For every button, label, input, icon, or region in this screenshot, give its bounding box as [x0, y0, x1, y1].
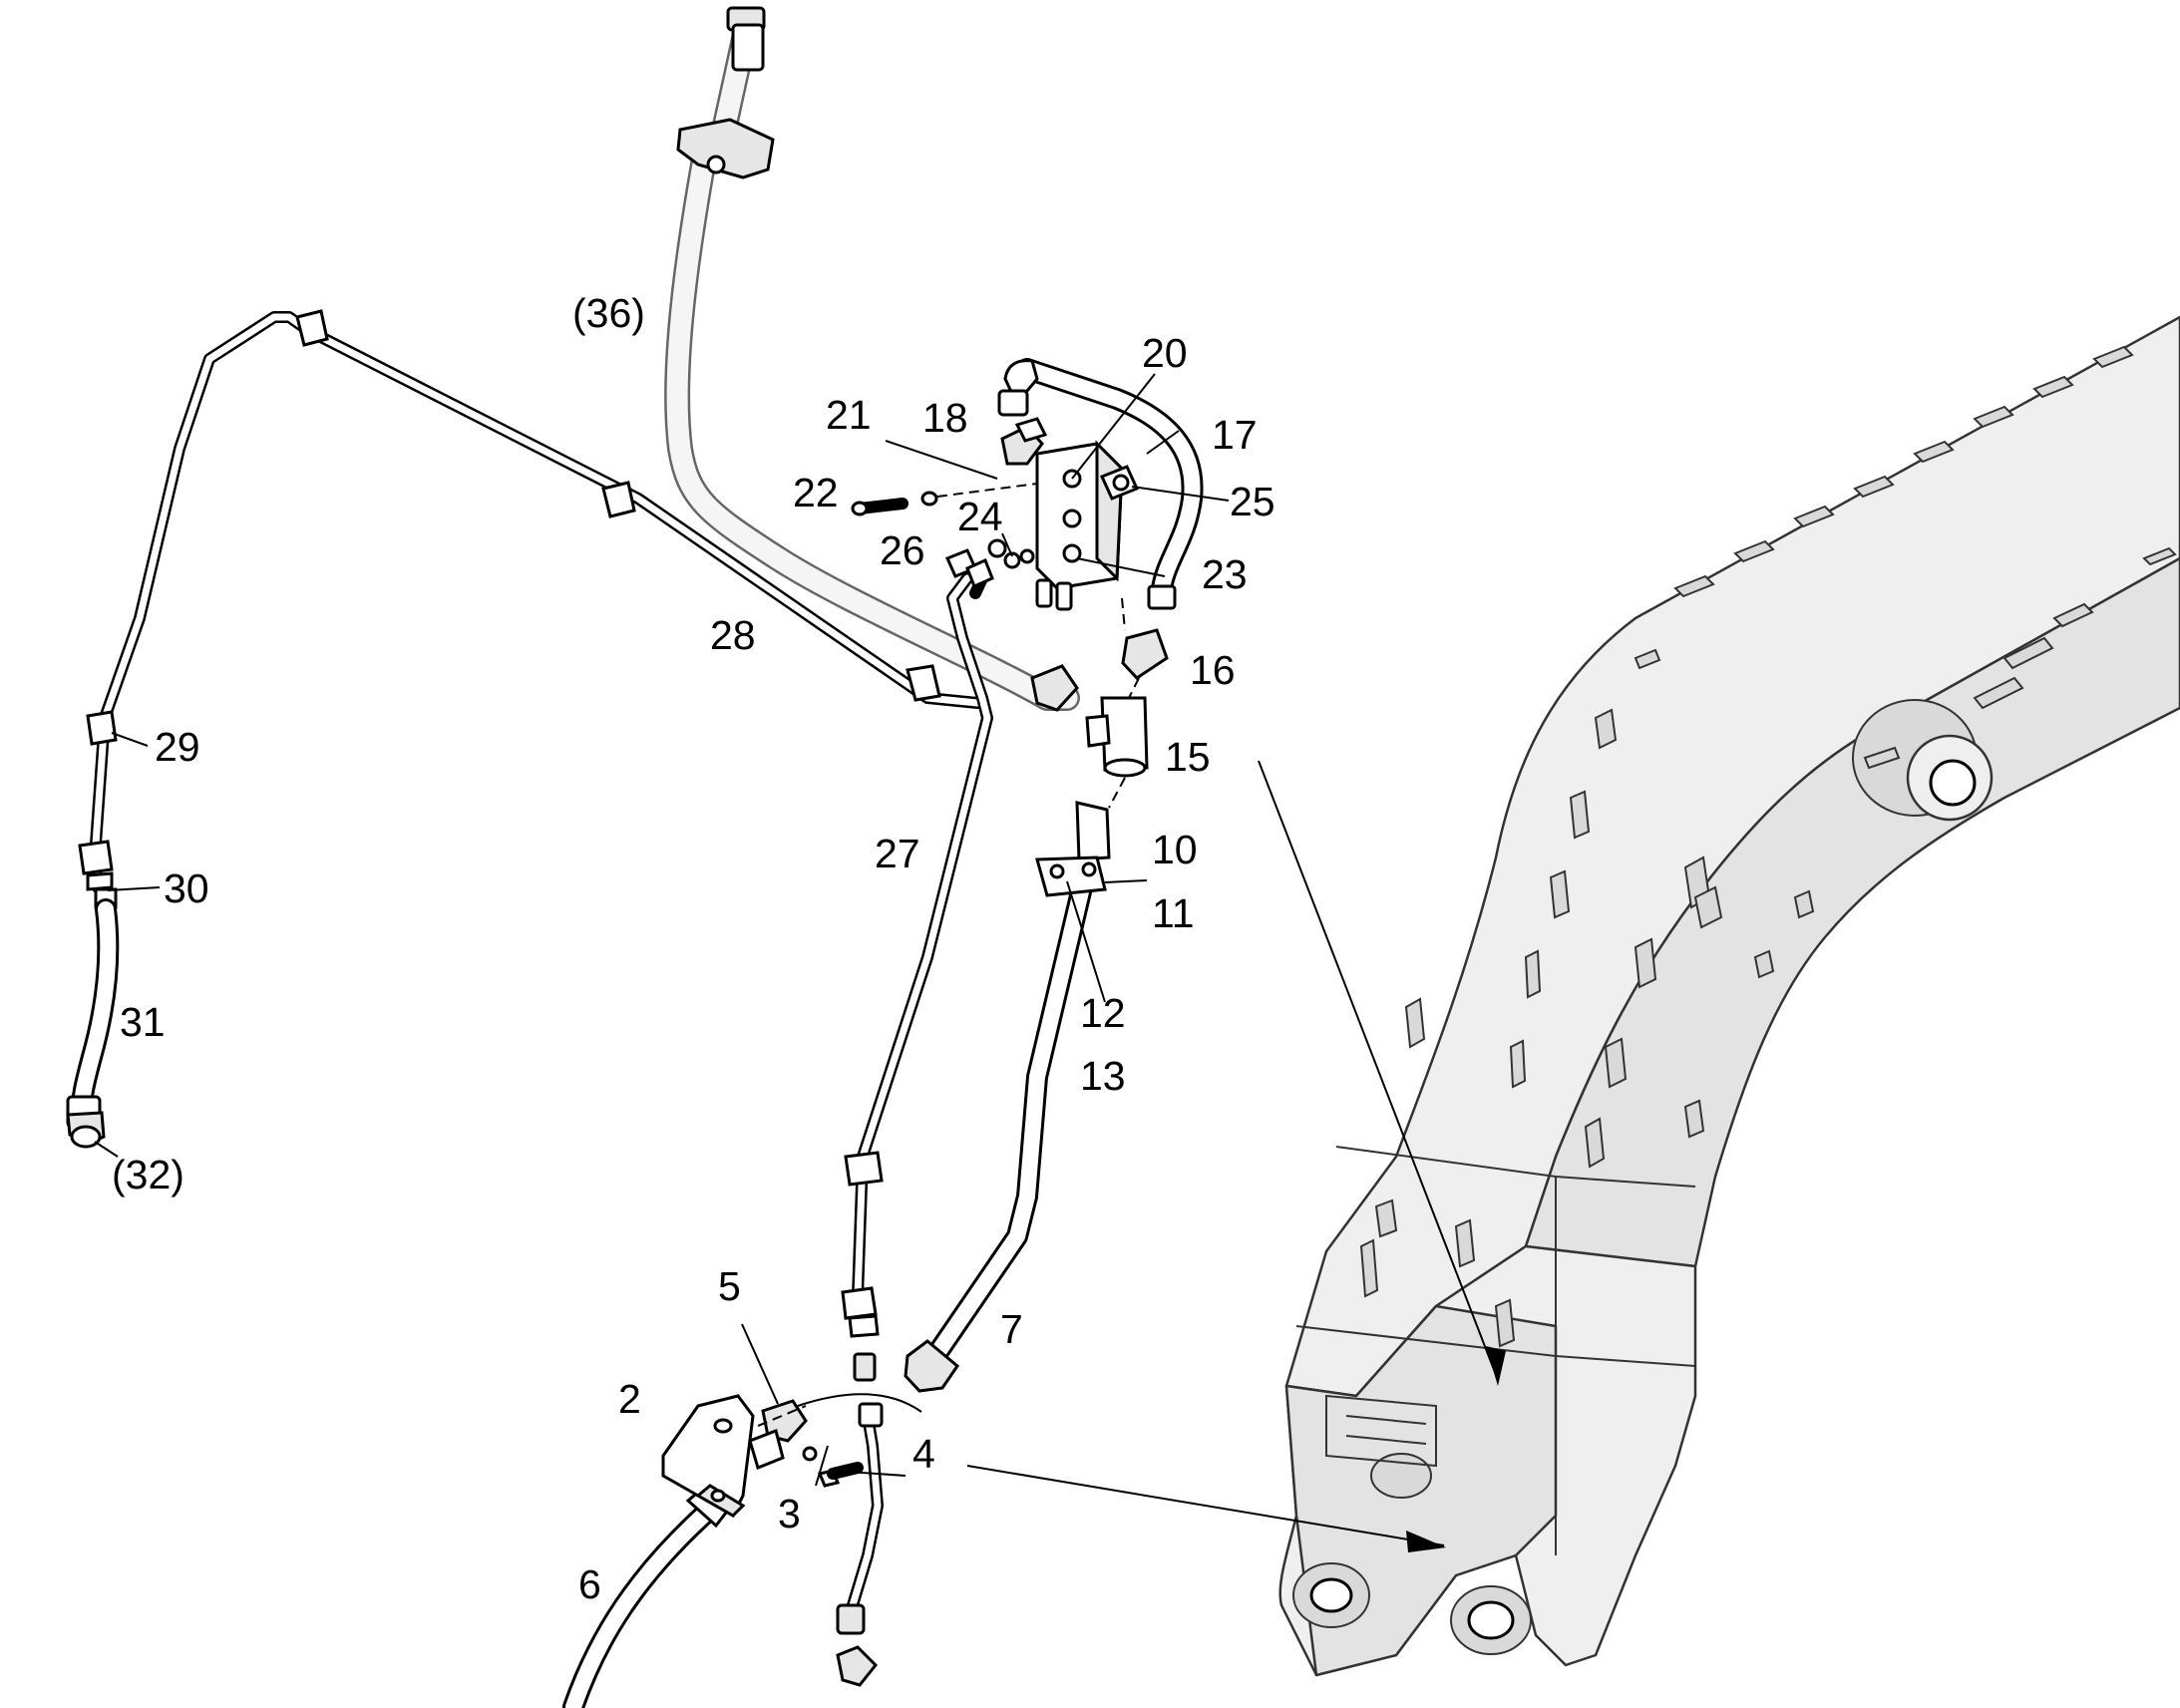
leader-lines	[94, 373, 1506, 1552]
label-18: 18	[922, 395, 968, 441]
bracket-assembly	[661, 1394, 864, 1519]
label-12: 12	[1080, 990, 1126, 1036]
label-10: 10	[1152, 827, 1198, 872]
label-13: 13	[1080, 1053, 1126, 1099]
label-3: 3	[778, 1491, 801, 1537]
label-29: 29	[155, 724, 200, 770]
boom-brackets	[1359, 345, 2177, 1348]
arrow-head-4	[1406, 1531, 1446, 1552]
label-31: 31	[120, 999, 166, 1045]
label-21: 21	[826, 392, 872, 438]
line-lower	[836, 1402, 884, 1687]
label-26: 26	[880, 527, 925, 573]
label-22: 22	[793, 470, 839, 515]
label-30: 30	[164, 865, 209, 911]
label-4: 4	[912, 1431, 935, 1477]
label-15: 15	[1165, 734, 1211, 780]
label-23: 23	[1202, 551, 1248, 597]
pipe-27	[841, 572, 993, 1382]
label-32: (32)	[112, 1152, 184, 1197]
label-16: 16	[1190, 647, 1236, 693]
label-28: 28	[710, 612, 756, 658]
label-6: 6	[578, 1561, 601, 1607]
hose-31	[66, 898, 120, 1149]
label-25: 25	[1230, 479, 1275, 524]
arrow-head-15	[1486, 1346, 1506, 1386]
pipe-13	[904, 876, 1093, 1393]
label-17: 17	[1212, 412, 1258, 458]
label-2: 2	[618, 1376, 641, 1422]
label-24: 24	[957, 494, 1003, 539]
pipe-28	[78, 309, 983, 909]
label-5: 5	[718, 1263, 741, 1309]
part-labels: 2 3 4 5 6 7 10 11 12 13 15 16 17 18 20 2…	[112, 290, 1275, 1607]
label-36: (36)	[572, 290, 645, 336]
label-27: 27	[875, 831, 920, 876]
label-11: 11	[1152, 890, 1195, 936]
boom-structure	[1278, 315, 2180, 1677]
valve-block	[851, 358, 1204, 897]
label-20: 20	[1142, 330, 1188, 376]
label-7: 7	[1000, 1306, 1023, 1352]
pipe-36-reference	[664, 6, 1080, 712]
